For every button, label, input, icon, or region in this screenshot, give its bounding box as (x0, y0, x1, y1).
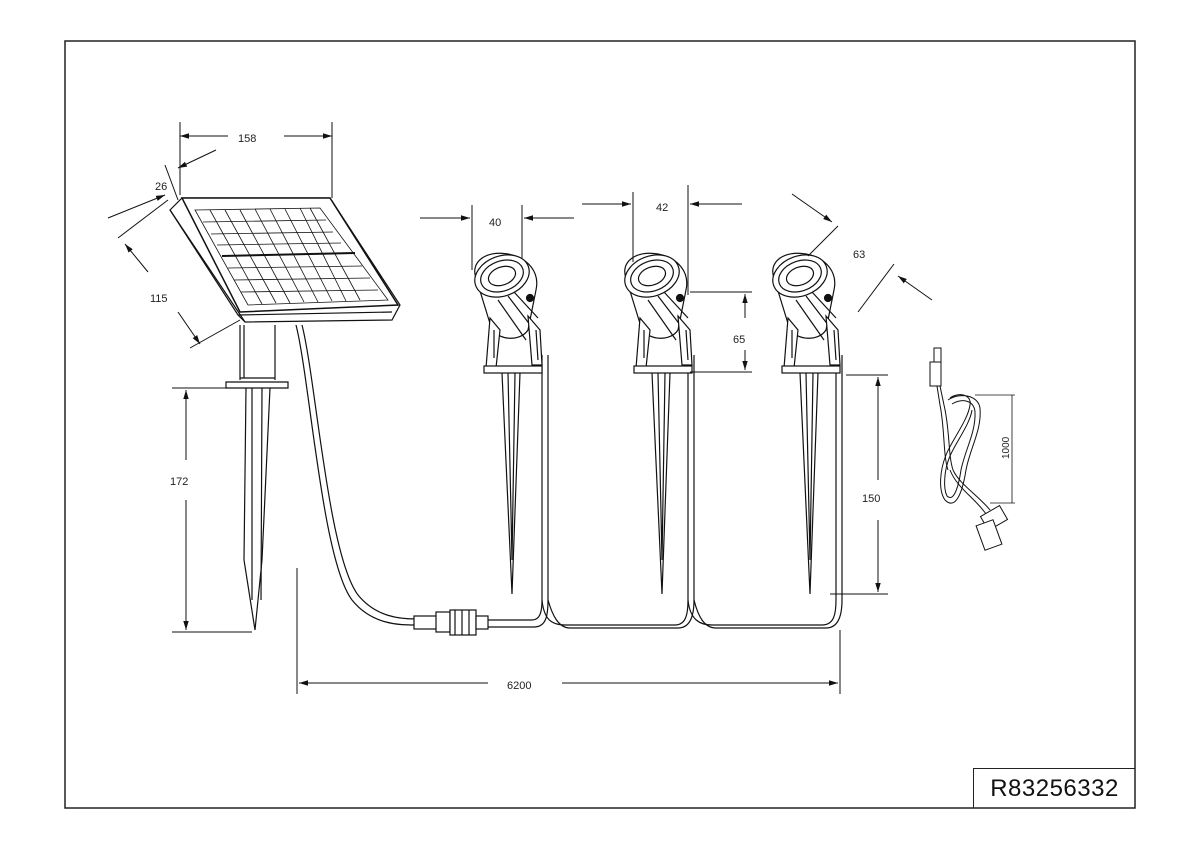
cable-connector (413, 609, 489, 636)
spot-diameter-label: 40 (489, 217, 501, 229)
panel-cable (295, 324, 417, 626)
spot-cable (488, 355, 843, 629)
cable-length-label: 6200 (507, 680, 531, 692)
dimension-lines (107, 122, 933, 694)
spotlight-3 (772, 252, 841, 595)
spot-stake-height-label: 150 (862, 493, 880, 505)
spot-body-height-label: 65 (733, 334, 745, 346)
usb-cable (929, 347, 1009, 551)
spotlight-1 (474, 252, 543, 595)
drawing-frame (64, 40, 1136, 809)
spotlight-2 (624, 252, 693, 595)
stake-height-label: 172 (170, 476, 188, 488)
reference-code: R83256332 (973, 768, 1135, 808)
spot-width-label: 42 (656, 202, 668, 214)
panel-thickness-label: 26 (155, 181, 167, 193)
panel-width-label: 158 (238, 133, 256, 145)
spot-head-length-label: 63 (853, 249, 865, 261)
solar-panel (169, 197, 401, 631)
solar-cells (194, 207, 389, 306)
usb-cable-length-label: 1000 (1001, 436, 1012, 459)
panel-depth-label: 115 (150, 293, 168, 305)
